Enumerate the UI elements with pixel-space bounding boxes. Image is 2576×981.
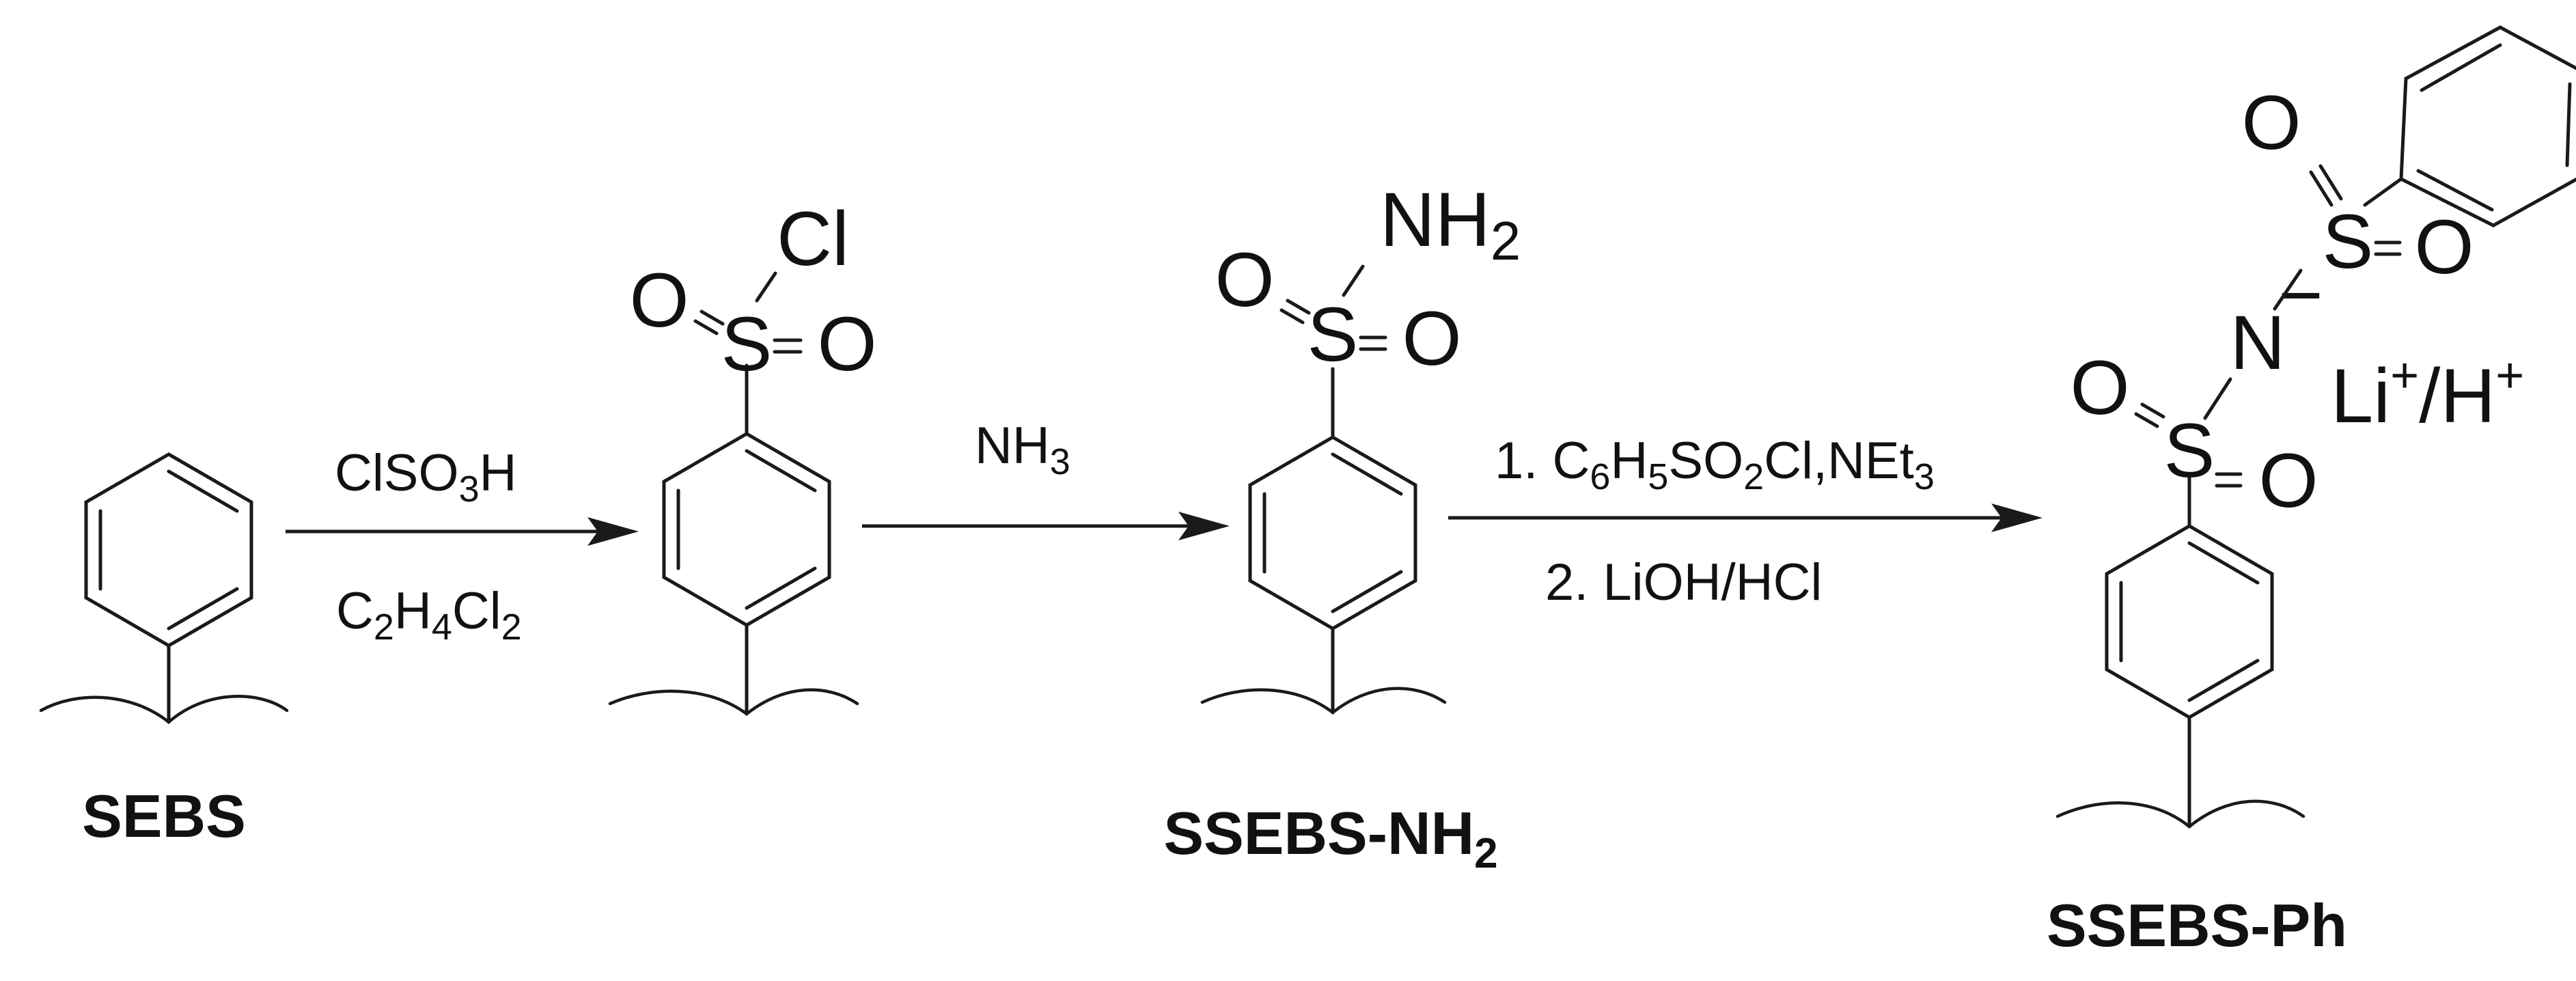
ssebs-ph-ring-inner-bond-2 [2187,659,2260,702]
ssebs-ph-s-phenyl-bond [2363,177,2403,207]
sulfur-atom: S [2164,408,2215,493]
ssebs-ph-so-double-bond-a [2140,402,2165,419]
ssebs-nh2-polymer-chain [1200,687,1447,715]
phenyl-ring-inner-bond-1 [2420,43,2502,92]
intermediate-polymer-chain [608,688,859,716]
phenyl-ring-inner-bond-2 [2565,82,2572,167]
intermediate-so-double-bond-a [700,309,725,326]
nitrogen-atom: N [2230,300,2286,385]
reagent-ammonia: NH3 [975,417,1070,482]
ssebs-nh2-so-double-bond-b [1279,308,1305,324]
ssebs-nh2-structure: S O O NH2 [1200,177,1521,715]
ssebs-nh2-ring-inner-bond-2 [1331,570,1403,613]
oxygen-atom: O [2258,438,2318,523]
sulfur-atom: S [1307,292,1359,377]
oxygen-atom: O [2414,204,2474,290]
reaction-arrow-3 [1448,503,2042,532]
intermediate-ring-inner-bond-2 [745,566,817,610]
sebs-ring-inner-bond-1 [167,469,239,513]
reagent-chlorosulfonic-acid: ClSO3H [335,444,517,510]
ssebs-ph-s-n-bond [2203,377,2232,420]
sulfur-atom: S [721,301,773,387]
intermediate-s-cl-bond [755,271,777,303]
oxygen-atom: O [2070,345,2129,430]
ssebs-nh2-ring-inner-bond-1 [1331,452,1403,496]
ssebs-ph-upper-so-double-bond-a [2309,170,2333,207]
ssebs-ph-so-double-bond-b [2134,412,2159,428]
reagent-lioh-hcl: 2. LiOH/HCl [1545,553,1822,611]
arrowhead-1 [587,517,639,546]
arrowhead-2 [1178,512,1230,540]
ssebs-ph-benzene-ring [2105,524,2274,719]
amine-group: NH2 [1380,177,1521,271]
oxygen-atom: O [817,301,876,387]
reaction-arrow-1 [286,517,639,546]
label-ssebs-nh2: SSEBS-NH2 [1163,799,1497,877]
reaction-arrow-2 [862,512,1230,540]
reagent-dichloroethane: C2H4Cl2 [336,582,522,648]
arrowhead-3 [1991,503,2042,532]
ssebs-ph-n-s-bond [2273,268,2303,311]
intermediate-ring-inner-bond-1 [745,449,817,493]
sebs-benzene-ring [84,452,253,648]
oxygen-atom: O [2241,80,2301,165]
ssebs-nh2-s-n-bond [1342,264,1365,297]
oxygen-atom: O [1215,237,1274,322]
intermediate-benzene-ring [662,432,831,627]
label-ssebs-ph: SSEBS-Ph [2047,892,2347,959]
sulfur-atom: S [2323,199,2374,284]
reagent-benzenesulfonyl-chloride: 1. C6H5SO2Cl,NEt3 [1495,432,1935,497]
ssebs-nh2-so-double-bond-a [1286,299,1311,315]
chlorine-atom: Cl [777,196,849,281]
intermediate-so-double-bond-b [693,319,719,335]
ssebs-ph-ring-inner-bond-1 [2187,541,2260,585]
oxygen-atom: O [629,258,689,343]
oxygen-atom: O [1402,296,1461,381]
counterion: Li+/H+ [2331,348,2524,439]
sebs-ring-inner-bond-2 [167,587,239,631]
sebs-polymer-chain [39,695,289,724]
phenyl-ring-inner-bond-3 [2416,169,2494,212]
ssebs-ph-polymer-chain [2055,799,2305,829]
ssebs-ph-upper-so-double-bond-b [2318,164,2343,201]
label-sebs: SEBS [82,782,246,850]
sebs-structure [39,452,289,724]
sulfonyl-chloride-intermediate: S O O Cl [608,196,877,716]
ssebs-ph-structure: S O O N − S O O Li+/H+ [2055,25,2576,829]
phenyl-ring [2399,25,2576,227]
ssebs-nh2-benzene-ring [1248,435,1417,631]
